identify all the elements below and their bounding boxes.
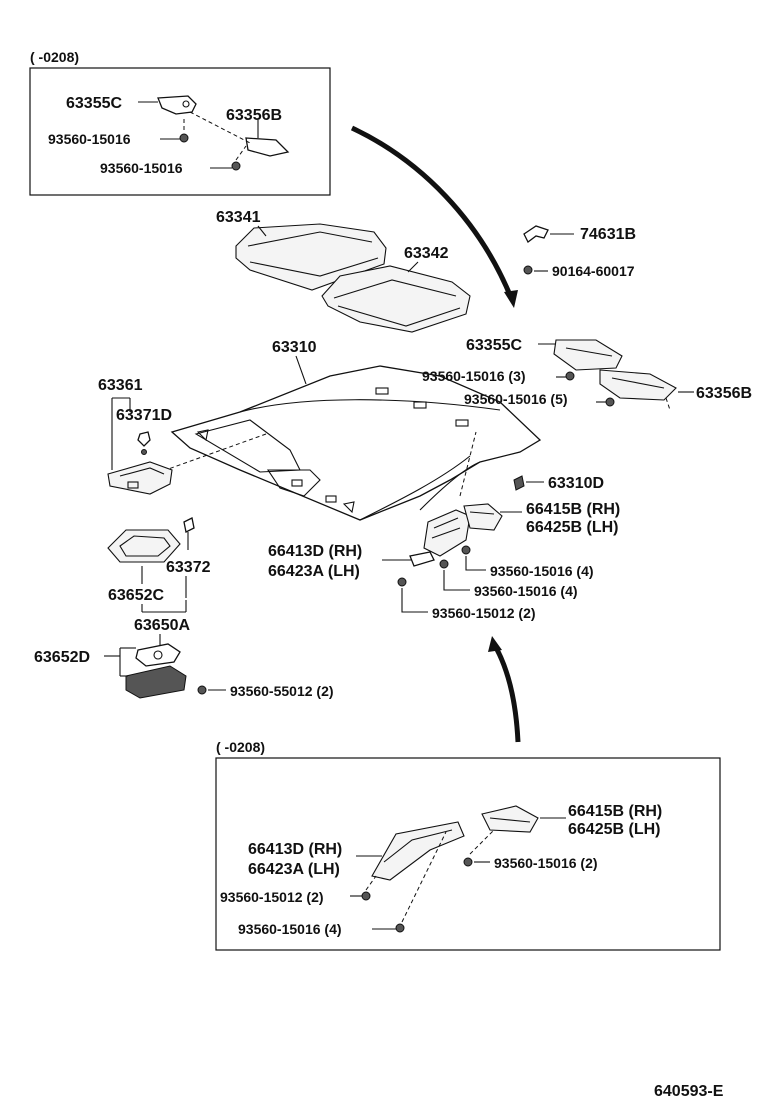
screw-icon — [231, 161, 241, 171]
label-66423a-lh-bottom: 66423A (LH) — [248, 861, 340, 878]
label-63356b: 63356B — [696, 385, 752, 402]
label-63372: 63372 — [166, 559, 211, 576]
bottom-inset-range: ( -0208) — [216, 739, 265, 755]
clip-63310d: 63310D — [513, 475, 604, 492]
bracket-63356b-top — [245, 137, 290, 157]
top-inset-range: ( -0208) — [30, 49, 79, 65]
label-63355c-top: 63355C — [66, 95, 122, 112]
bracket-63355c-top — [157, 95, 197, 115]
label-63310: 63310 — [272, 339, 317, 356]
label-93560-15016-top-b: 93560-15016 — [100, 160, 183, 176]
brackets-right: 63355C 63356B 93560-15016 (3) 93560-1501… — [422, 337, 752, 411]
label-93560-15012-2-bottom: 93560-15012 (2) — [220, 889, 324, 905]
label-66413d-rh-bottom: 66413D (RH) — [248, 841, 342, 858]
lamp-63650a: 63372 63652C 63650A — [107, 517, 211, 648]
screw-icon — [395, 923, 405, 933]
screw-icon — [361, 891, 371, 901]
hook-74631b: 74631B 90164-60017 — [523, 225, 636, 279]
label-66415b-rh-bottom: 66415B (RH) — [568, 803, 662, 820]
sunshade-63341: 63341 — [216, 209, 387, 291]
assist-grips-main: 66415B (RH) 66425B (LH) 66413D (RH) 6642… — [268, 431, 620, 621]
label-63342: 63342 — [404, 245, 449, 262]
sunshade-63342: 63342 — [321, 245, 471, 333]
label-93560-15016-2-bottom: 93560-15016 (2) — [494, 855, 598, 871]
bottom-inset: ( -0208) 66415B (RH) 66425B (LH) 66413D … — [215, 739, 721, 951]
label-63652c: 63652C — [108, 587, 164, 604]
screw-icon — [565, 371, 575, 381]
lens-63652d: 63652D 93560-55012 (2) — [34, 643, 334, 699]
label-93560-15016-4a: 93560-15016 (4) — [490, 563, 594, 579]
label-63310d: 63310D — [548, 475, 604, 492]
screw-icon — [463, 857, 473, 867]
headliner-63310: 63310 — [159, 339, 542, 521]
label-93560-15012-2: 93560-15012 (2) — [432, 605, 536, 621]
label-63650a: 63650A — [134, 617, 190, 634]
label-66425b-lh-bottom: 66425B (LH) — [568, 821, 660, 838]
label-63341: 63341 — [216, 209, 261, 226]
label-93560-55012-2: 93560-55012 (2) — [230, 683, 334, 699]
label-93560-15016-4b: 93560-15016 (4) — [474, 583, 578, 599]
label-63652d: 63652D — [34, 649, 90, 666]
label-74631b: 74631B — [580, 226, 636, 243]
label-66423a-lh: 66423A (LH) — [268, 563, 360, 580]
arrow-bottom — [488, 636, 521, 743]
screw-icon — [439, 559, 449, 569]
screw-icon — [523, 265, 533, 275]
label-63355c: 63355C — [466, 337, 522, 354]
screw-icon — [197, 685, 207, 695]
label-93560-15016-3: 93560-15016 (3) — [422, 368, 526, 384]
lamp-63361: 63361 63371D — [98, 377, 173, 495]
label-66413d-rh: 66413D (RH) — [268, 543, 362, 560]
label-63361: 63361 — [98, 377, 143, 394]
arrow-top — [350, 125, 518, 308]
label-63356b-top: 63356B — [226, 107, 282, 124]
label-90164-60017: 90164-60017 — [552, 263, 635, 279]
label-66415b-rh: 66415B (RH) — [526, 501, 620, 518]
screw-icon — [461, 545, 471, 555]
label-93560-15016-top-a: 93560-15016 — [48, 131, 131, 147]
label-93560-15016-5: 93560-15016 (5) — [464, 391, 568, 407]
label-66425b-lh: 66425B (LH) — [526, 519, 618, 536]
screw-icon — [397, 577, 407, 587]
top-inset: ( -0208) 63355C 63356B 93560-15016 93560… — [29, 49, 331, 196]
label-93560-15016-4-bottom: 93560-15016 (4) — [238, 921, 342, 937]
diagram-id: 640593-E — [654, 1083, 724, 1100]
screw-icon — [605, 397, 615, 407]
screw-icon — [179, 133, 189, 143]
label-63371d: 63371D — [116, 407, 172, 424]
